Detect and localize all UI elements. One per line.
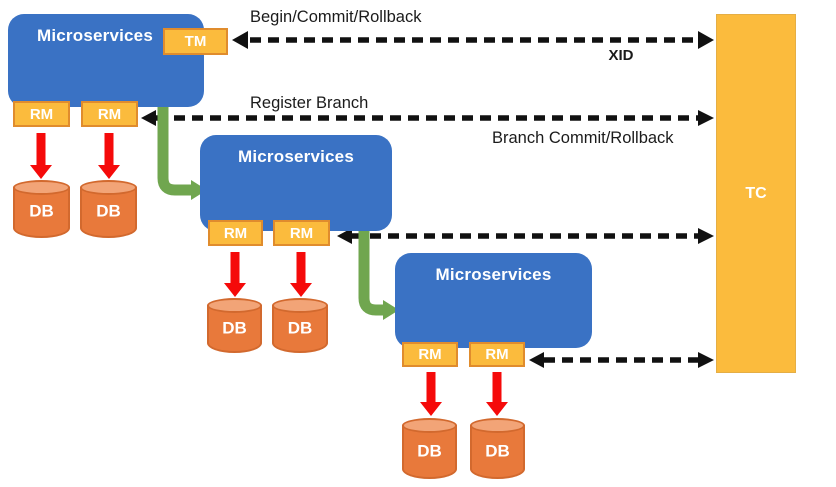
db-cylinder-top xyxy=(13,180,70,195)
db-cylinder-body xyxy=(272,305,328,353)
microservice-3-label: Microservices xyxy=(435,265,552,284)
db-cylinder: DB xyxy=(272,298,328,353)
db-cylinder-body xyxy=(402,425,457,479)
label-register-branch: Register Branch xyxy=(250,94,369,112)
dashed-arrow-service3-tc xyxy=(529,352,714,368)
db-cylinder-top xyxy=(402,418,457,433)
dashed-arrow-service2-tc xyxy=(337,228,714,244)
rm-badge: RM xyxy=(13,101,70,127)
db-cylinder: DB xyxy=(402,418,457,479)
microservice-2-label: Microservices xyxy=(237,147,354,166)
db-cylinder-body xyxy=(470,425,525,479)
db-cylinder-body xyxy=(80,187,137,238)
label-xid: XID xyxy=(608,47,634,64)
db-cylinder-top xyxy=(207,298,262,313)
dashed-arrow-begin-commit-rollback xyxy=(232,31,714,49)
db-cylinder-top xyxy=(80,180,137,195)
red-arrow-rm-db xyxy=(420,372,508,416)
dashed-arrow-register-branch xyxy=(141,110,714,126)
db-cylinder-body xyxy=(207,305,262,353)
rm-badge: RM xyxy=(208,220,263,246)
tc-block: TC xyxy=(716,14,796,373)
db-label: DB xyxy=(96,201,121,221)
red-arrow-rm-db xyxy=(224,252,312,297)
tm-badge: TM xyxy=(163,28,228,55)
db-cylinder-top xyxy=(470,418,525,433)
db-label: DB xyxy=(29,201,54,221)
db-cylinder: DB xyxy=(80,180,137,238)
db-cylinder: DB xyxy=(13,180,70,238)
db-label: DB xyxy=(222,317,247,337)
db-cylinder-top xyxy=(272,298,328,313)
label-branch-commit-rollback: Branch Commit/Rollback xyxy=(492,129,674,147)
green-arrow-service1-to-service2 xyxy=(157,103,207,200)
microservice-3-block: Microservices xyxy=(395,253,592,348)
db-label: DB xyxy=(485,440,510,460)
green-arrow-service2-to-service3 xyxy=(358,224,399,320)
microservice-2-block: Microservices xyxy=(200,135,392,231)
db-cylinder-body xyxy=(13,187,70,238)
db-label: DB xyxy=(417,440,442,460)
rm-badge: RM xyxy=(273,220,330,246)
db-cylinder: DB xyxy=(470,418,525,479)
rm-badge: RM xyxy=(469,342,525,367)
microservice-1-label: Microservices xyxy=(36,26,153,45)
rm-badge: RM xyxy=(402,342,458,367)
rm-badge: RM xyxy=(81,101,138,127)
db-cylinder: DB xyxy=(207,298,262,353)
label-begin-commit-rollback: Begin/Commit/Rollback xyxy=(250,8,422,26)
db-label: DB xyxy=(287,317,313,337)
red-arrow-rm-db xyxy=(30,133,120,179)
